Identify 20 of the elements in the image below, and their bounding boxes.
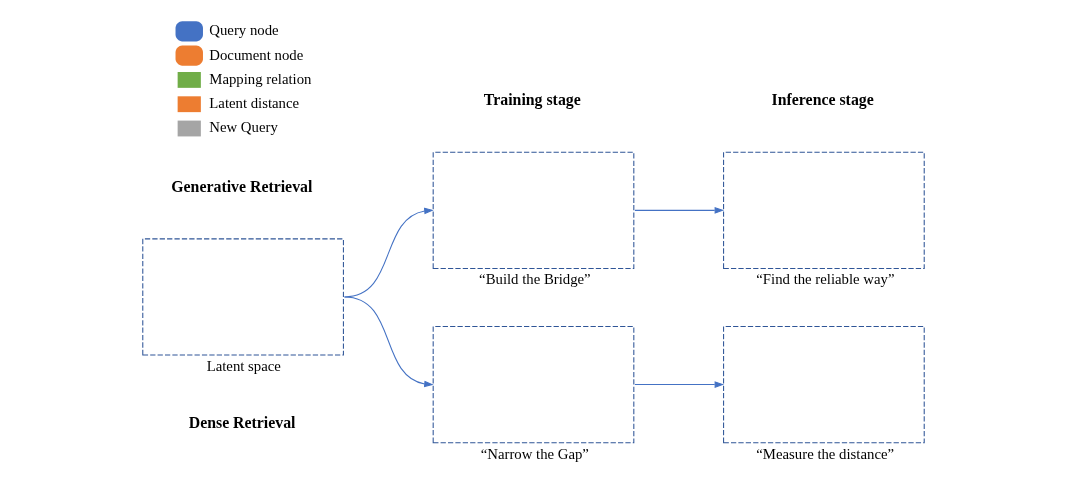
node-box <box>432 326 634 444</box>
legend-label: Query node <box>208 22 279 39</box>
node-label: “Narrow the Gap” <box>480 445 589 462</box>
node-box <box>722 151 925 269</box>
node-label: “Measure the distance” <box>755 445 894 462</box>
node-label: “Build the Bridge” <box>478 271 591 288</box>
node-box <box>141 238 344 356</box>
legend-label: Document node <box>208 46 303 63</box>
node-box <box>432 151 634 269</box>
legend-label: Latent distance <box>208 95 299 112</box>
arrow <box>343 296 434 388</box>
legend-label: Mapping relation <box>208 70 311 87</box>
node-box <box>722 326 925 444</box>
legend-label: New Query <box>208 119 278 136</box>
label: Generative Retrieval <box>170 177 312 195</box>
node-label: “Find the reliable way” <box>755 271 894 288</box>
label: Dense Retrieval <box>188 414 296 432</box>
arrow <box>633 381 724 388</box>
arrow <box>633 207 724 214</box>
node-label: Latent space <box>206 358 281 375</box>
